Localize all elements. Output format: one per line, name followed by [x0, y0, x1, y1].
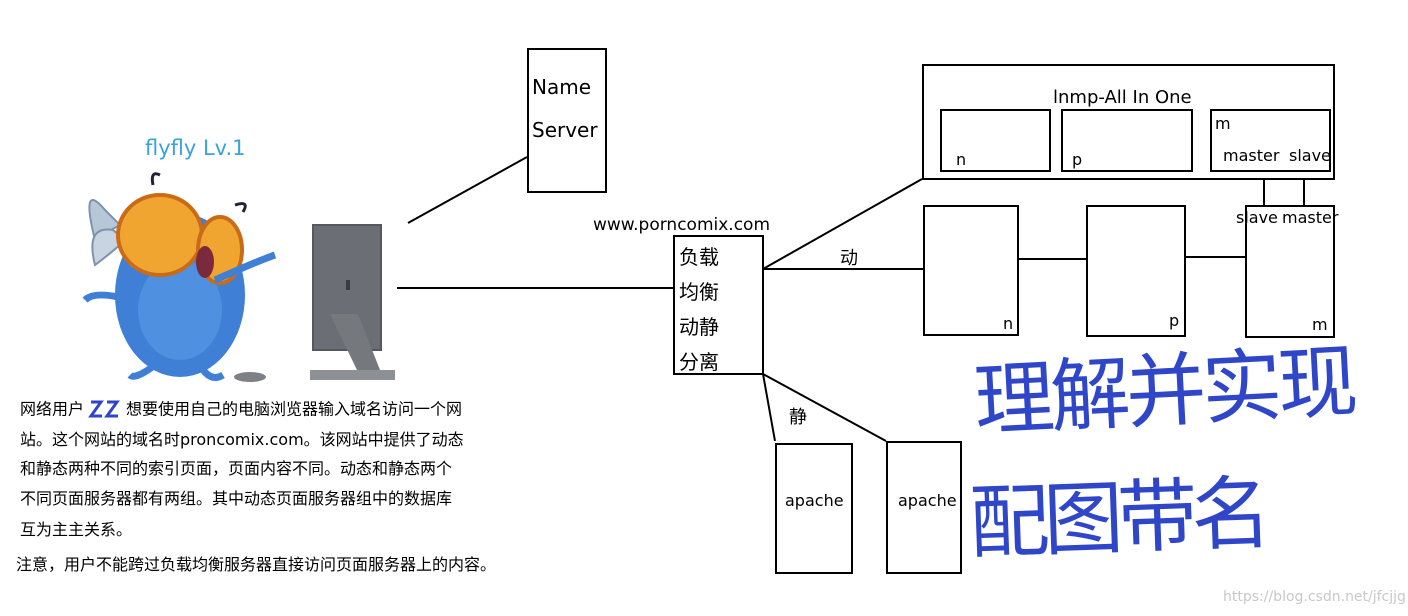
lb-line-2: 均衡 [679, 280, 719, 304]
dyn-n-label: n [1003, 314, 1014, 333]
scribble-icon [88, 400, 120, 418]
edge-label-static: 静 [789, 407, 807, 428]
dyn-n-box [923, 205, 1019, 336]
lb-line-4: 分离 [679, 350, 719, 374]
monitor-icon [234, 224, 395, 382]
load-balancer-box [673, 235, 764, 375]
description-line-2: 站。这个网站的域名时proncomix.com。该网站中提供了动态 [20, 430, 464, 449]
name-server-label-line1: Name [532, 75, 592, 99]
watermark: https://blog.csdn.net/jfcjjg [1223, 589, 1406, 605]
lnmp-p-box [1061, 109, 1193, 172]
lb-domain-label: www.porncomix.com [593, 215, 771, 235]
dyn-m-box [1245, 205, 1335, 338]
line-computer-to-nameserver [407, 156, 528, 224]
apache-box-1 [775, 443, 853, 574]
lb-line-1: 负载 [679, 245, 719, 269]
dyn-m-label: m [1312, 315, 1328, 334]
dyn-p-box [1086, 205, 1186, 337]
apache-label-1: apache [785, 491, 844, 510]
description-line-1-end: 想要使用自己的电脑浏览器输入域名访问一个网 [126, 399, 463, 419]
description-line-1: 网络用户 想要使用自己的电脑浏览器输入域名访问一个网 [20, 396, 462, 424]
line-lb-to-lnmp [762, 178, 923, 270]
lnmp-title: lnmp-All In One [1053, 87, 1192, 108]
apache-label-2: apache [898, 491, 957, 510]
description-line-1-start: 网络用户 [20, 399, 85, 419]
description-line-5: 互为主主关系。 [20, 520, 133, 539]
lnmp-p-label: p [1072, 150, 1083, 169]
description-note: 注意，用户不能跨过负载均衡服务器直接访问页面服务器上的内容。 [16, 555, 497, 574]
name-server-label-line2: Server [532, 118, 598, 142]
lb-line-3: 动静 [679, 315, 719, 339]
description-line-4: 不同页面服务器都有两组。其中动态页面服务器组中的数据库 [20, 489, 453, 508]
description-line-3: 和静态两种不同的索引页面，页面内容不同。动态和静态两个 [20, 459, 453, 478]
lnmp-m-label: m [1215, 114, 1231, 133]
edge-label-dynamic: 动 [840, 248, 858, 269]
lnmp-slave-label: slave [1289, 146, 1331, 165]
handwriting-line-2: 配图带名 [967, 466, 1268, 570]
dyn-p-label: p [1169, 311, 1180, 330]
lnmp-master-label: master [1223, 146, 1280, 165]
lnmp-n-label: n [956, 150, 967, 169]
line-lb-to-apache1 [762, 373, 776, 442]
lnmp-m-box [1210, 109, 1331, 172]
line-lb-to-apache2 [762, 373, 887, 442]
lnmp-n-box [940, 109, 1051, 172]
character-label: flyfly Lv.1 [145, 136, 246, 160]
name-server-box [527, 48, 607, 193]
dyn-m-master-label: master [1282, 208, 1339, 227]
fly-character-icon [82, 172, 277, 381]
apache-box-2 [886, 441, 962, 574]
